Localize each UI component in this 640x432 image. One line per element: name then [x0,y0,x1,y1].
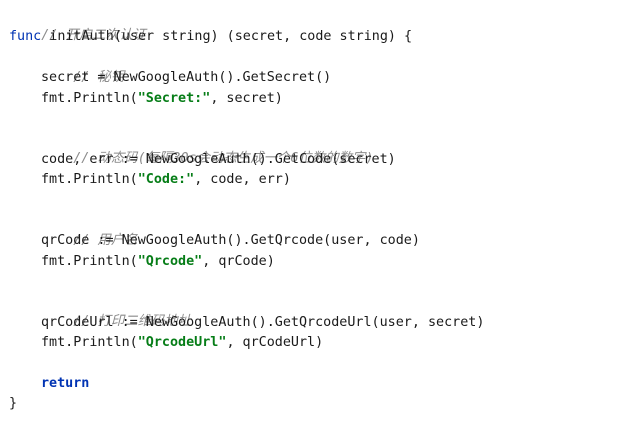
statement-get-code: code, err := NewGoogleAuth().GetCode(sec… [41,152,396,167]
comment-dynamic-code: // 动态码(每隔30s会动态生成一个6位数的数字) [73,151,374,166]
keyword-return: return [41,376,90,391]
code-line-9: fmt.Println("Code:", code, err) [9,170,291,190]
closing-brace: } [9,396,18,411]
code-line-12: qrCode := NewGoogleAuth().GetQrcode(user… [9,231,420,251]
println-call: fmt.Println( [41,172,138,187]
string-literal-qrcodeurl: "QrcodeUrl" [137,335,227,350]
statement-get-qrcode-url: qrCodeUrl := NewGoogleAuth().GetQrcodeUr… [41,315,485,330]
statement-get-qrcode: qrCode := NewGoogleAuth().GetQrcode(user… [41,233,420,248]
println-args: , qrCodeUrl) [226,335,324,350]
keyword-func: func [9,29,42,44]
println-args: , qrCode) [202,254,275,269]
code-line-16: qrCodeUrl := NewGoogleAuth().GetQrcodeUr… [9,313,484,333]
comment-enable-2fa: // 开启二次认证 [41,28,146,43]
println-call: fmt.Println( [41,335,138,350]
code-line-11: // 用户名 [9,211,137,248]
string-literal-qrcode: "Qrcode" [137,254,203,269]
code-line-15: // 打印二维码地址 [9,292,191,329]
code-line-7: // 动态码(每隔30s会动态生成一个6位数的数字) [9,129,373,166]
code-line-4: secret = NewGoogleAuth().GetSecret() [9,68,331,88]
println-call: fmt.Println( [41,91,138,106]
code-line-8: code, err := NewGoogleAuth().GetCode(sec… [9,150,396,170]
println-args: , code, err) [194,172,291,187]
code-line-13: fmt.Println("Qrcode", qrCode) [9,252,275,272]
println-args: , secret) [210,91,283,106]
string-literal-code: "Code:" [137,172,195,187]
comment-print-qrcode-url: // 打印二维码地址 [73,314,192,329]
code-line-1: // 开启二次认证 [9,6,146,43]
code-line-17: fmt.Println("QrcodeUrl", qrCodeUrl) [9,333,323,353]
println-call: fmt.Println( [41,254,138,269]
code-line-20: } [9,394,17,414]
statement-get-secret: secret = NewGoogleAuth().GetSecret() [41,70,332,85]
comment-secret: // 秘钥 [73,70,125,85]
code-line-5: fmt.Println("Secret:", secret) [9,89,283,109]
code-line-2: func initAuth(user string) (secret, code… [9,27,412,47]
code-line-3: // 秘钥 [9,48,124,85]
comment-username: // 用户名 [73,233,138,248]
func-signature: initAuth(user string) (secret, code stri… [41,29,413,44]
string-literal-secret: "Secret:" [137,91,211,106]
code-line-19: return [9,374,89,394]
